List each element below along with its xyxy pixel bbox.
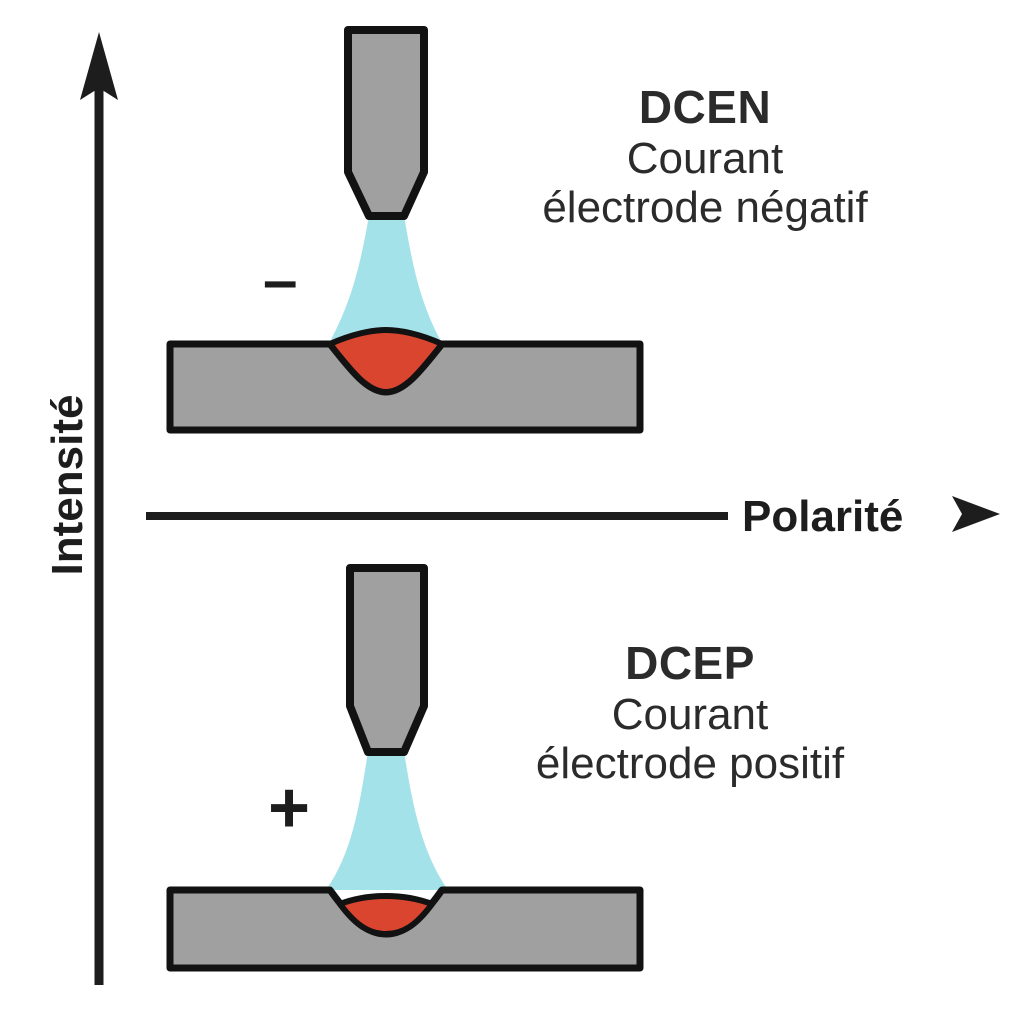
- welding-arc: [326, 752, 448, 890]
- dcep-illustration: [166, 564, 644, 972]
- dcen-title: DCEN: [638, 81, 772, 133]
- x-axis-label: Polarité: [742, 492, 904, 541]
- welding-electrode: [344, 26, 428, 220]
- weld-pool: [337, 893, 435, 937]
- dcen-line-2: électrode négatif: [542, 182, 868, 232]
- dcen-text-block: DCEN Courant électrode négatif: [470, 81, 940, 232]
- dcep-title: DCEP: [625, 637, 755, 689]
- welding-electrode: [346, 564, 428, 756]
- dcep-line-1: Courant: [611, 689, 769, 739]
- dcep-text-block: DCEP Courant électrode positif: [455, 637, 925, 788]
- y-axis: [80, 32, 118, 985]
- y-axis-label: Intensité: [43, 394, 92, 576]
- minus-sign: –: [263, 246, 298, 315]
- plus-sign: +: [268, 768, 311, 848]
- arrow-right-icon: [952, 496, 1000, 532]
- dcen-line-1: Courant: [626, 133, 784, 183]
- arrow-up-icon: [80, 32, 118, 100]
- weld-pool: [327, 327, 445, 395]
- dcep-line-2: électrode positif: [535, 738, 845, 788]
- x-axis: [146, 496, 1000, 532]
- welding-arc: [328, 216, 443, 345]
- dcen-illustration: [166, 26, 644, 434]
